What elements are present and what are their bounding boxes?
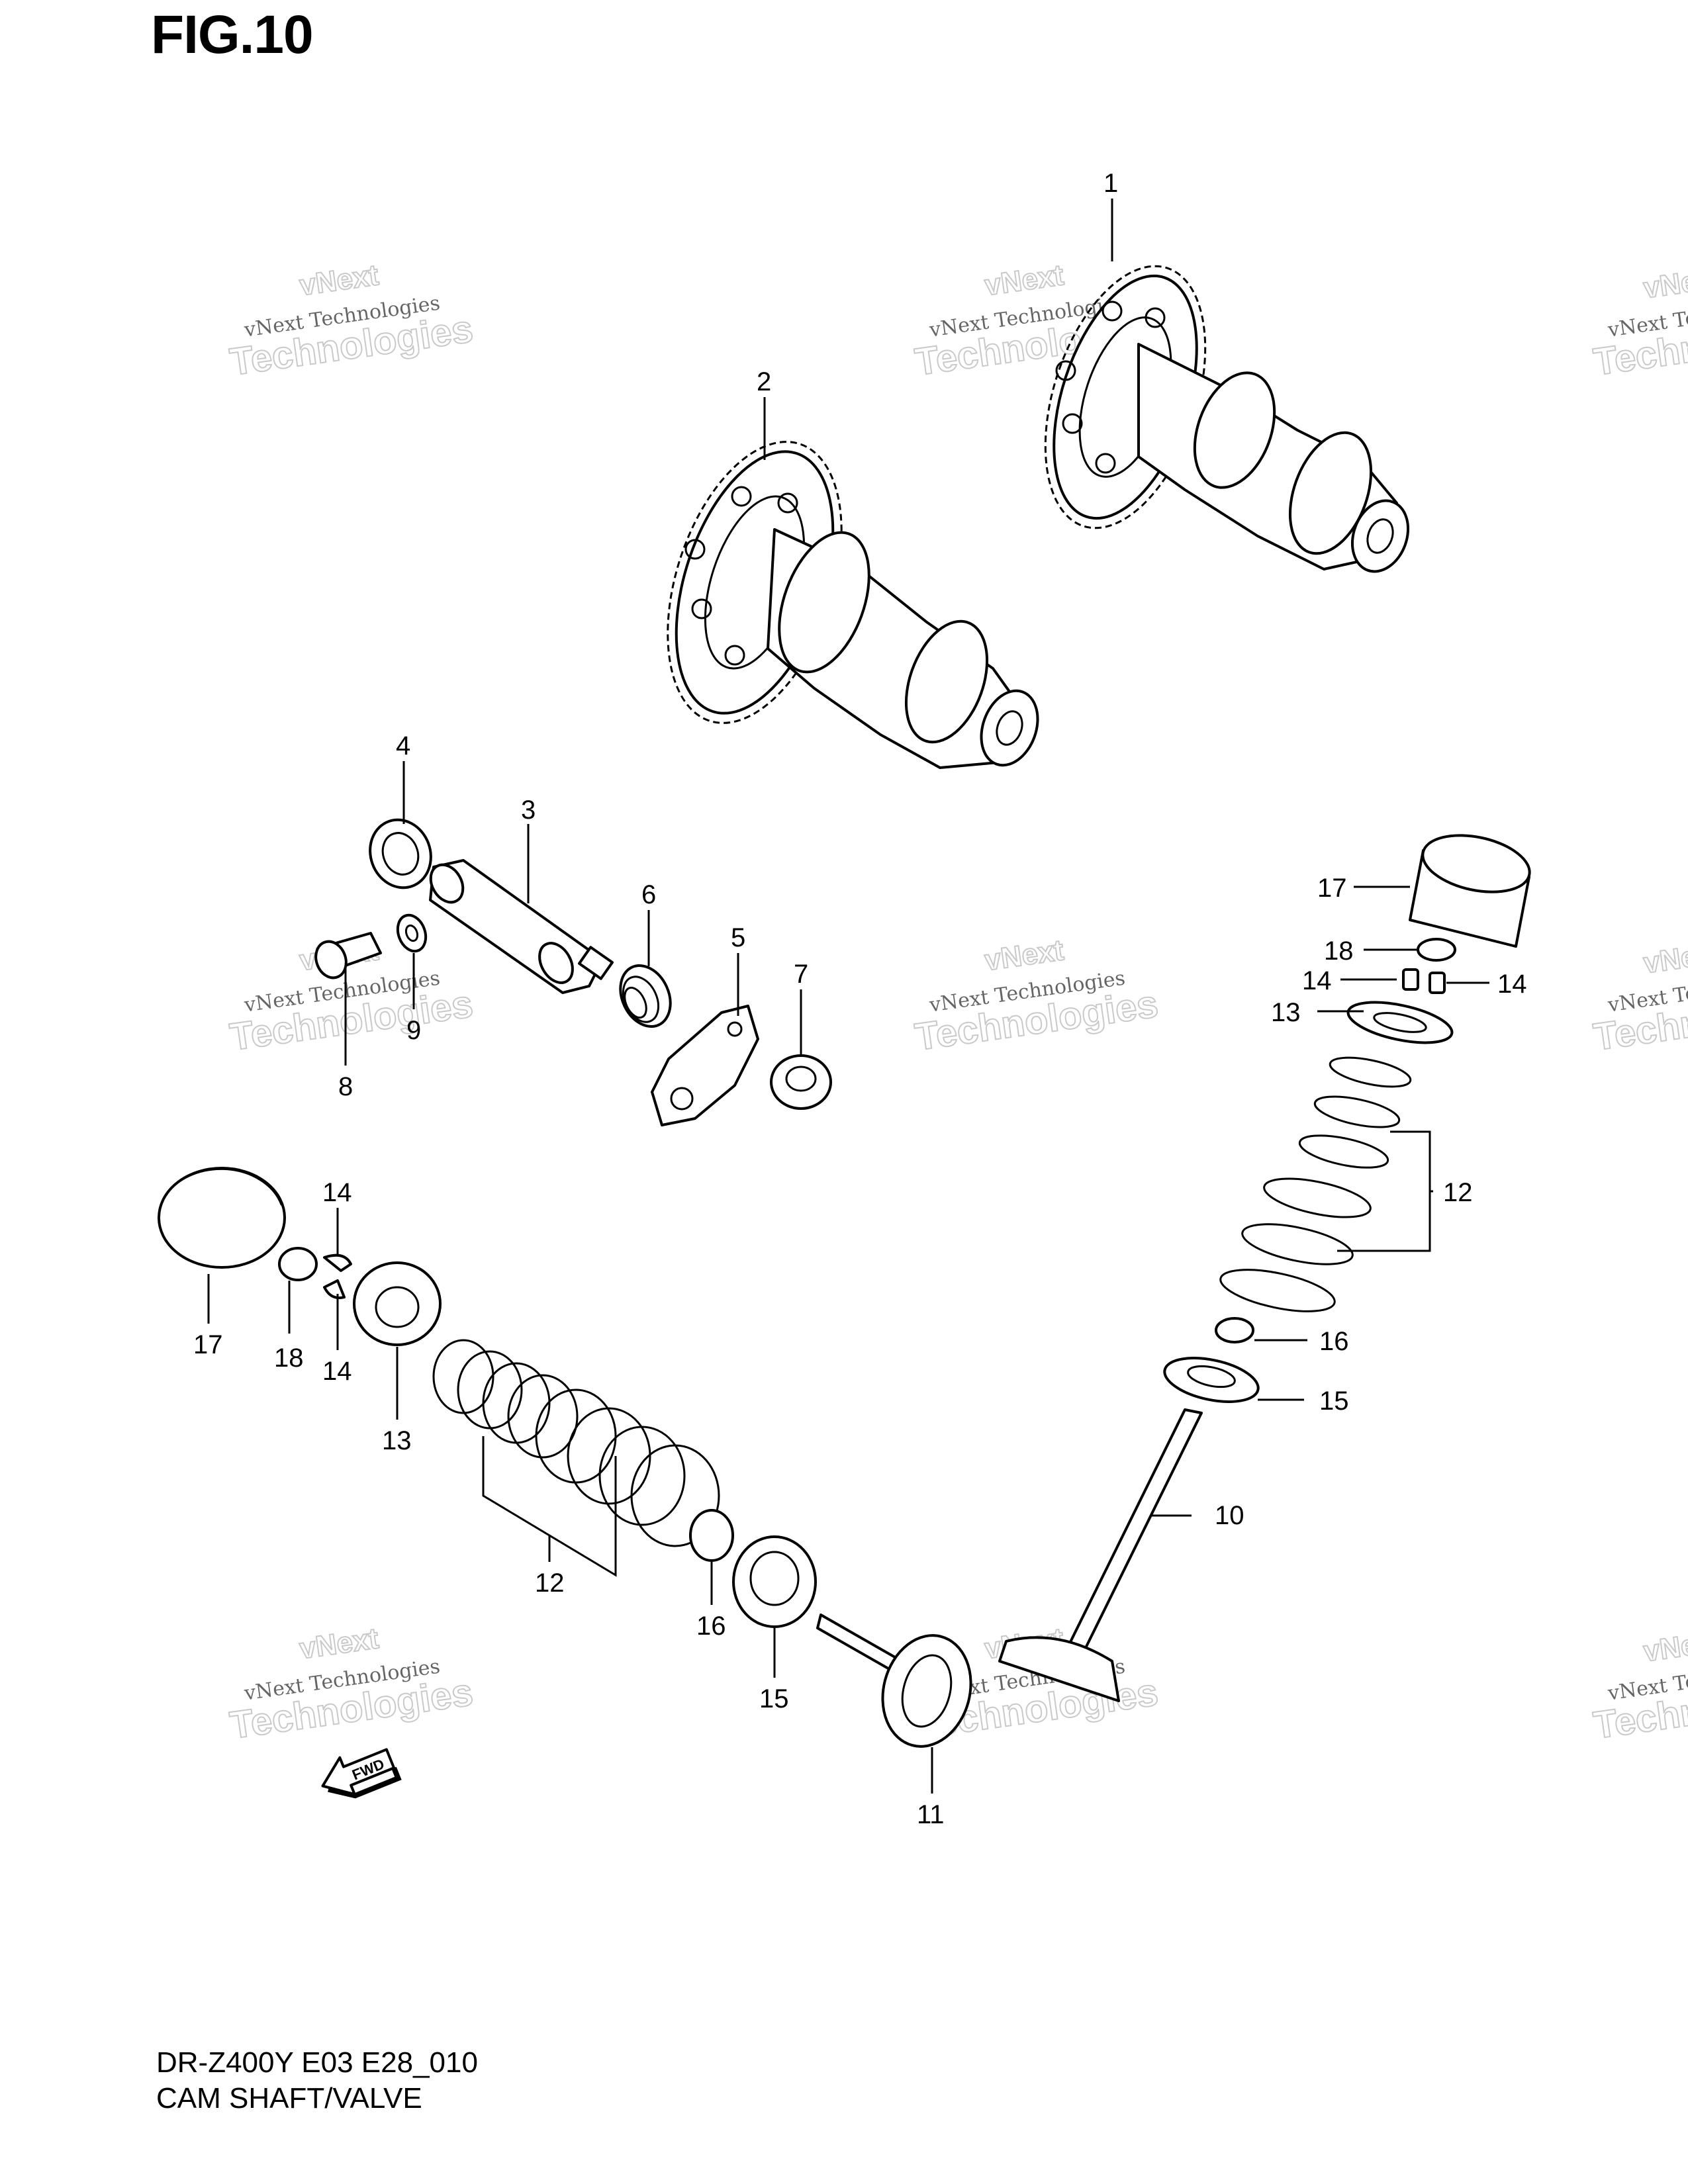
- callout-14-right-b: 14: [1497, 970, 1527, 999]
- part-12-springs-right: [1219, 1056, 1412, 1312]
- part-16-stem-seal-right: [1215, 1317, 1254, 1343]
- callout-4: 4: [396, 731, 410, 760]
- diagram-caption: CAM SHAFT/VALVE: [156, 2082, 422, 2115]
- part-14-cotter-right: [1402, 968, 1446, 994]
- callout-14-left-a: 14: [322, 1178, 352, 1207]
- watermarks: vNext Technologies vNext Technologies vN…: [226, 258, 1688, 1748]
- callout-2: 2: [757, 367, 771, 396]
- part-10-valve-right: [998, 1408, 1203, 1702]
- part-6-spring: [619, 964, 672, 1028]
- watermark-top-text: vNext: [982, 259, 1066, 302]
- callout-5: 5: [731, 923, 745, 952]
- part-4-bearing: [369, 818, 432, 889]
- callout-11: 11: [917, 1800, 945, 1829]
- part-18-shim-left: [278, 1247, 318, 1281]
- part-16-stem-seal-left: [689, 1509, 734, 1562]
- model-code: DR-Z400Y E03 E28_010: [156, 2046, 478, 2079]
- part-5-decomp-lever: [651, 1005, 759, 1126]
- callouts: 1 2 3 4 5 6 7 8 9 10 11 12 12 13 13 14: [193, 169, 1527, 1829]
- watermark-top-text: vNext: [1642, 936, 1688, 979]
- part-17-tappet-left: [158, 1167, 286, 1269]
- callout-7: 7: [794, 960, 808, 989]
- callout-12-right: 12: [1443, 1178, 1473, 1207]
- callout-12-left: 12: [535, 1569, 565, 1598]
- footer: DR-Z400Y E03 E28_010 CAM SHAFT/VALVE: [156, 2045, 478, 2116]
- watermark-top-text: vNext: [982, 934, 1066, 977]
- part-3-decomp-shaft: [429, 859, 614, 994]
- part-1-camshaft-upper: [1044, 265, 1410, 573]
- callout-16-left: 16: [696, 1612, 726, 1641]
- callout-8: 8: [338, 1072, 353, 1101]
- watermark-top-text: vNext: [297, 259, 381, 302]
- part-8-bolt: [314, 932, 382, 979]
- callout-18-left: 18: [274, 1343, 304, 1373]
- callout-15-left: 15: [759, 1684, 789, 1713]
- part-11-valve-left: [816, 1614, 972, 1748]
- callout-3: 3: [521, 796, 536, 825]
- callout-15-right: 15: [1319, 1387, 1349, 1416]
- callout-1: 1: [1103, 169, 1118, 198]
- part-13-retainer-right: [1346, 1001, 1454, 1044]
- callout-18-right: 18: [1324, 936, 1354, 966]
- part-7-nut: [770, 1054, 832, 1110]
- part-15-spring-seat-left: [732, 1535, 817, 1628]
- part-15-spring-seat-right: [1163, 1357, 1260, 1403]
- callout-6: 6: [641, 880, 656, 909]
- callout-16-right: 16: [1319, 1327, 1349, 1356]
- part-18-shim-right: [1417, 938, 1456, 962]
- callout-17-left: 17: [193, 1330, 223, 1359]
- callout-14-left-b: 14: [322, 1357, 352, 1386]
- part-17-tappet-right: [1409, 834, 1531, 948]
- fwd-arrow-icon: FWD: [321, 1748, 402, 1799]
- part-12-springs-left: [432, 1339, 720, 1547]
- watermark-top-text: vNext: [1642, 1625, 1688, 1668]
- callout-17-right: 17: [1317, 874, 1347, 903]
- callout-14-right-a: 14: [1302, 966, 1332, 995]
- part-9-washer: [396, 913, 428, 953]
- watermark-top-text: vNext: [1642, 261, 1688, 304]
- figure-title: FIG.10: [151, 5, 314, 65]
- callout-9: 9: [406, 1016, 421, 1045]
- callout-13-left: 13: [382, 1426, 412, 1455]
- callout-13-right: 13: [1271, 998, 1301, 1027]
- part-14-cotter-left: [323, 1253, 352, 1299]
- part-13-retainer-left: [353, 1261, 442, 1346]
- callout-10: 10: [1215, 1501, 1244, 1530]
- part-2-camshaft-lower: [667, 441, 1039, 769]
- watermark-top-text: vNext: [297, 1622, 381, 1665]
